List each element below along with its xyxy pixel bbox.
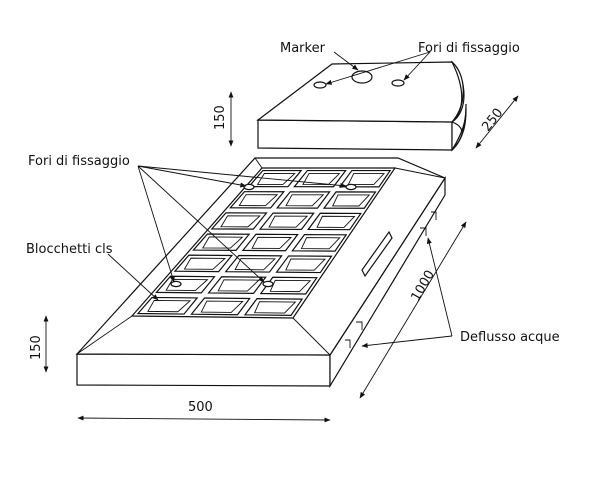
fixing-hole-top-right <box>391 79 405 87</box>
fixing-holes-label-top: Fori di fissaggio <box>418 41 520 56</box>
concrete-block-recess <box>347 173 386 186</box>
concrete-block-cell <box>229 191 286 209</box>
concrete-block-recess <box>256 173 296 185</box>
base-hole-4 <box>262 280 274 288</box>
base-fixing-holes <box>170 183 357 288</box>
concrete-block-cell <box>247 169 303 188</box>
water-drainage-label: Deflusso acque <box>460 330 560 345</box>
concrete-block-recess <box>183 257 227 270</box>
concrete-block-cell <box>322 191 377 209</box>
concrete-block-recess <box>253 301 297 314</box>
dim-base-length: 1000 <box>408 268 438 304</box>
concrete-block-cell <box>210 212 268 230</box>
concrete-block-recess <box>331 194 371 207</box>
concrete-block-recess <box>251 236 293 249</box>
base-hole-1 <box>243 183 255 191</box>
concrete-block-recess <box>285 194 325 207</box>
concrete-block-recess <box>200 300 244 313</box>
concrete-block-cell <box>173 254 234 273</box>
marker-label: Marker <box>280 41 326 56</box>
dim-base-height: 150 <box>29 335 44 360</box>
dim-cap-depth: 250 <box>479 106 506 135</box>
dimension-lines <box>43 91 519 423</box>
concrete-block-recess <box>147 299 192 313</box>
concrete-block-cell <box>136 296 199 315</box>
concrete-block-recess <box>269 279 312 293</box>
fixing-hole-top-left <box>313 81 327 89</box>
concrete-block-recess <box>165 278 209 291</box>
concrete-block-cell <box>275 191 331 209</box>
base-hole-3 <box>170 280 182 288</box>
marker-cap <box>256 60 467 152</box>
concrete-block-recess <box>316 215 356 228</box>
concrete-block-recess <box>238 194 279 207</box>
concrete-block-cell <box>241 233 299 252</box>
dim-base-width: 500 <box>188 400 213 415</box>
concrete-blocks-label: Blocchetti cls <box>26 242 113 257</box>
dim-cap-height: 150 <box>213 105 228 130</box>
concrete-block-recess <box>220 215 261 228</box>
base-hole-2 <box>345 183 357 191</box>
concrete-block-recess <box>300 237 341 250</box>
concrete-block-cell <box>258 212 315 231</box>
concrete-block-recess <box>217 279 260 292</box>
concrete-block-recess <box>268 215 309 228</box>
concrete-block-cell <box>338 169 392 188</box>
concrete-block-recess <box>234 258 277 271</box>
fixing-holes-label-left: Fori di fissaggio <box>28 154 130 169</box>
concrete-block-recess <box>285 258 326 271</box>
concrete-block-recess <box>201 236 244 249</box>
